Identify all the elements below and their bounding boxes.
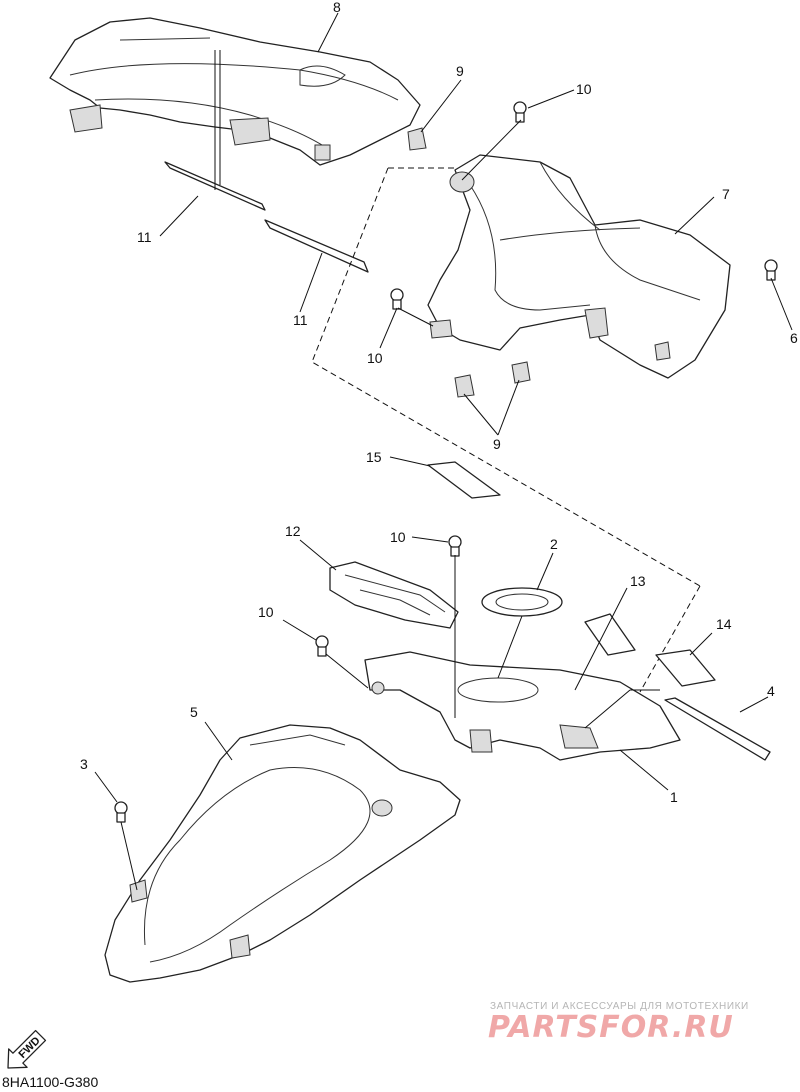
- callout-7: 7: [722, 186, 730, 202]
- part-8-upper-cover: [49, 17, 421, 166]
- part-10-screws: [315, 101, 527, 657]
- callout-8: 8: [333, 0, 341, 15]
- part-11-strips: [164, 161, 369, 273]
- callout-9: 9: [493, 436, 501, 452]
- part-4-strip: [664, 697, 771, 761]
- part-9-clips: [407, 127, 531, 398]
- part-12-tray: [329, 561, 459, 629]
- callout-2: 2: [550, 536, 558, 552]
- part-7-inner-cover: [427, 154, 731, 379]
- callout-11: 11: [137, 229, 152, 245]
- callout-10: 10: [576, 81, 592, 97]
- callout-13: 13: [630, 573, 646, 589]
- callout-15: 15: [366, 449, 382, 465]
- callout-9: 9: [456, 63, 464, 79]
- callout-6: 6: [790, 330, 798, 346]
- part-5-front-cover: [104, 724, 461, 983]
- part-3-screw: [114, 801, 128, 823]
- callout-12: 12: [285, 523, 301, 539]
- callout-10: 10: [258, 604, 274, 620]
- part-14-sheet: [655, 649, 716, 687]
- watermark-tagline: ЗАПЧАСТИ И АКСЕССУАРЫ ДЛЯ МОТОТЕХНИКИ: [490, 1001, 749, 1012]
- watermark-logo: PARTSFOR.RU: [488, 1010, 734, 1045]
- callout-11: 11: [293, 312, 308, 328]
- callout-labels: 8 9 10 7 11 11 6 10 9 15 12 10 2 13 10 1…: [80, 0, 798, 805]
- callout-10: 10: [390, 529, 406, 545]
- part-2-ring: [481, 587, 563, 617]
- callout-5: 5: [190, 704, 198, 720]
- part-6-screw: [764, 259, 778, 281]
- part-13-sheet: [584, 613, 636, 656]
- callout-1: 1: [670, 789, 678, 805]
- part-1-panel: [364, 651, 681, 761]
- callout-14: 14: [716, 616, 732, 632]
- fwd-arrow: FWD: [7, 1029, 47, 1069]
- callout-3: 3: [80, 756, 88, 772]
- callout-10: 10: [367, 350, 383, 366]
- leader-lines: [94, 12, 793, 891]
- callout-4: 4: [767, 683, 775, 699]
- diagram-code: 8HA1100-G380: [2, 1074, 99, 1090]
- part-15-label: [427, 461, 501, 499]
